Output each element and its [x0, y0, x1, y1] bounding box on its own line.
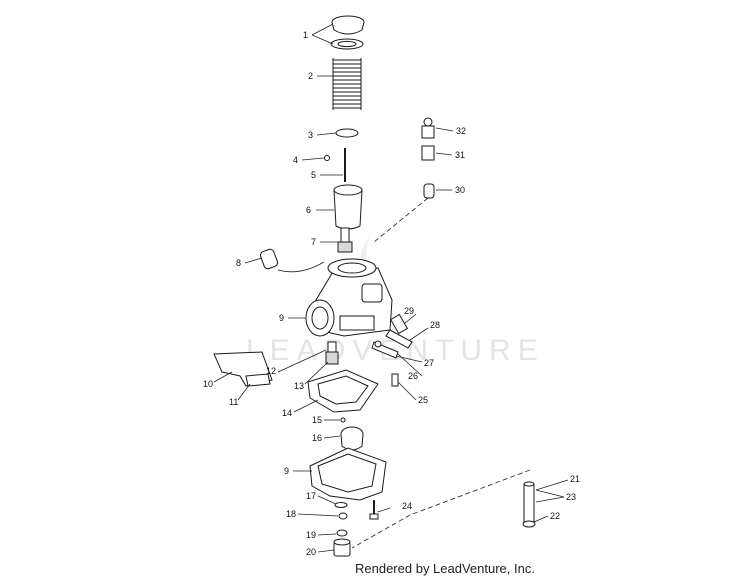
callout-10: 10: [203, 379, 213, 389]
part-gasket-sheet: [213, 351, 273, 387]
part-float: [340, 426, 364, 451]
callout-7: 7: [311, 237, 316, 247]
callout-18: 18: [286, 509, 296, 519]
part-float-bowl: [309, 447, 387, 501]
part-jets: [325, 341, 339, 365]
callout-2: 2: [308, 71, 313, 81]
callout-9-body: 9: [279, 313, 284, 323]
callout-19: 19: [306, 530, 316, 540]
part-spring: [332, 58, 362, 110]
part-o-ring: [338, 512, 348, 520]
callout-4: 4: [293, 155, 298, 165]
part-o-ring-small: [336, 529, 348, 537]
vent-hose-route: [373, 197, 429, 243]
part-carburetor-body: [305, 258, 393, 337]
part-cap: [330, 15, 365, 50]
callout-6: 6: [306, 205, 311, 215]
callout-3: 3: [308, 130, 313, 140]
part-retainer: [335, 128, 359, 138]
callout-32: 32: [456, 126, 466, 136]
part-washer: [334, 502, 348, 508]
part-bowl-gasket: [307, 369, 379, 413]
callout-24: 24: [402, 501, 412, 511]
callout-14: 14: [282, 408, 292, 418]
callout-25: 25: [418, 395, 428, 405]
part-idle-screw: [391, 373, 399, 387]
callout-20: 20: [306, 547, 316, 557]
part-throttle-stop: [385, 313, 413, 349]
callout-9-bowl: 9: [284, 466, 289, 476]
callout-28: 28: [430, 320, 440, 330]
callout-23: 23: [566, 492, 576, 502]
part-throttle-slide: [333, 184, 363, 230]
callout-17: 17: [306, 491, 316, 501]
footer-credit: Rendered by LeadVenture, Inc.: [355, 561, 535, 576]
callout-16: 16: [312, 433, 322, 443]
callout-31: 31: [455, 150, 465, 160]
drain-route: [351, 469, 531, 549]
callout-30: 30: [455, 185, 465, 195]
part-pin: [340, 417, 346, 423]
callout-27: 27: [424, 358, 434, 368]
callout-29: 29: [404, 306, 414, 316]
callouts: 1 2 3 4 5 6 7 8 9 9 10 11 12 13 14 15 16…: [203, 30, 580, 557]
part-clip: [324, 155, 330, 161]
callout-1: 1: [303, 30, 308, 40]
part-boot: [259, 248, 325, 273]
callout-11: 11: [229, 397, 238, 407]
callout-15: 15: [312, 415, 322, 425]
leader-lines: [213, 23, 569, 553]
part-pilot-screw: [371, 340, 399, 359]
callout-13: 13: [294, 381, 304, 391]
part-vent-fitting: [421, 117, 435, 199]
callout-8: 8: [236, 258, 241, 268]
callout-26: 26: [408, 371, 418, 381]
callout-12: 12: [266, 366, 276, 376]
part-slide-screw: [337, 227, 353, 253]
callout-22: 22: [550, 511, 560, 521]
part-drain-plug: [333, 538, 351, 557]
part-bowl-screw: [369, 500, 379, 520]
callout-21: 21: [570, 474, 580, 484]
callout-5: 5: [311, 170, 316, 180]
part-drain-tube: [522, 481, 536, 528]
